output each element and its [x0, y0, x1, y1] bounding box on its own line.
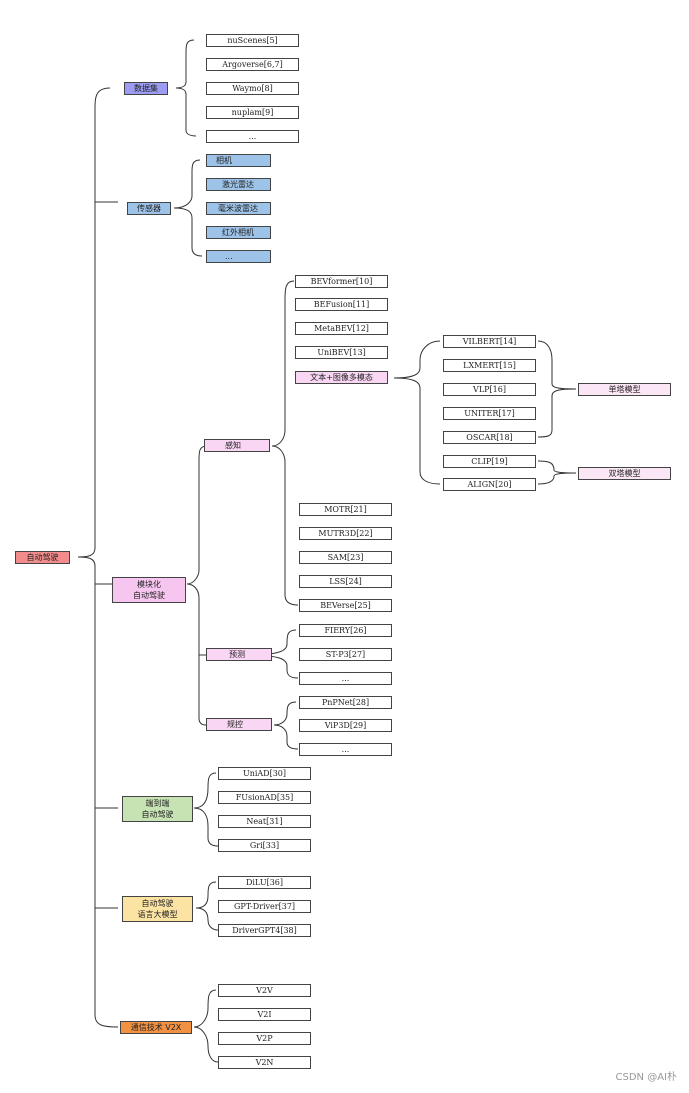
watermark: CSDN @AI朴: [615, 1072, 677, 1083]
sensor-item: 激光雷达: [206, 178, 271, 191]
single-tower-item: VILBERT[14]: [443, 335, 536, 348]
modular-label-line2: 自动驾驶: [133, 591, 165, 600]
dual-tower-item: ALIGN[20]: [443, 478, 536, 491]
dataset-item: Argoverse[6,7]: [206, 58, 299, 71]
sensor-node: 传感器: [127, 202, 171, 215]
perception-item: MOTR[21]: [299, 503, 392, 516]
modular-node: 模块化 自动驾驶: [112, 577, 186, 603]
llm-item: GPT-Driver[37]: [218, 900, 311, 913]
e2e-node: 端到端 自动驾驶: [122, 796, 193, 822]
perception-item: SAM[23]: [299, 551, 392, 564]
planning-node: 规控: [206, 718, 272, 731]
e2e-item: FUsionAD[35]: [218, 791, 311, 804]
perception-item: BEFusion[11]: [295, 298, 388, 311]
modular-label-line1: 模块化: [137, 580, 161, 589]
single-tower-label: 单塔模型: [578, 383, 671, 396]
dataset-item: nuplam[9]: [206, 106, 299, 119]
dataset-item: nuScenes[5]: [206, 34, 299, 47]
single-tower-item: OSCAR[18]: [443, 431, 536, 444]
e2e-item: UniAD[30]: [218, 767, 311, 780]
perception-item: LSS[24]: [299, 575, 392, 588]
dual-tower-item: CLIP[19]: [443, 455, 536, 468]
v2x-item: V2P: [218, 1032, 311, 1045]
perception-item: BEVformer[10]: [295, 275, 388, 288]
single-tower-item: VLP[16]: [443, 383, 536, 396]
single-tower-item: LXMERT[15]: [443, 359, 536, 372]
planning-item: ...: [299, 743, 392, 756]
sensor-item: 毫米波雷达: [206, 202, 271, 215]
planning-item: PnPNet[28]: [299, 696, 392, 709]
perception-item: MUTR3D[22]: [299, 527, 392, 540]
e2e-label-line1: 端到端: [145, 799, 170, 808]
v2x-node: 通信技术 V2X: [120, 1021, 192, 1034]
perception-item: BEVerse[25]: [299, 599, 392, 612]
perception-item: UniBEV[13]: [295, 346, 388, 359]
e2e-label-line2: 自动驾驶: [141, 810, 174, 819]
multimodal-node: 文本+图像多模态: [295, 371, 388, 384]
dataset-item: ...: [206, 130, 299, 143]
llm-label-line1: 自动驾驶: [141, 899, 174, 908]
llm-item: DiLU[36]: [218, 876, 311, 889]
sensor-item: 相机: [206, 154, 271, 167]
llm-label-line2: 语言大模型: [137, 910, 178, 919]
prediction-item: ST-P3[27]: [299, 648, 392, 661]
e2e-item: Neat[31]: [218, 815, 311, 828]
sensor-item: 红外相机: [206, 226, 271, 239]
v2x-item: V2N: [218, 1056, 311, 1069]
llm-node: 自动驾驶 语言大模型: [122, 896, 193, 922]
v2x-item: V2I: [218, 1008, 311, 1021]
perception-item: MetaBEV[12]: [295, 322, 388, 335]
prediction-item: ...: [299, 672, 392, 685]
dual-tower-label: 双塔模型: [578, 467, 671, 480]
llm-item: DriverGPT4[38]: [218, 924, 311, 937]
dataset-item: Waymo[8]: [206, 82, 299, 95]
dataset-node: 数据集: [124, 82, 168, 95]
perception-node: 感知: [204, 439, 270, 452]
sensor-item: ...: [206, 250, 271, 263]
prediction-item: FIERY[26]: [299, 624, 392, 637]
e2e-item: Gri[33]: [218, 839, 311, 852]
planning-item: ViP3D[29]: [299, 719, 392, 732]
root-node: 自动驾驶: [15, 551, 70, 564]
v2x-item: V2V: [218, 984, 311, 997]
prediction-node: 预测: [206, 648, 272, 661]
single-tower-item: UNITER[17]: [443, 407, 536, 420]
